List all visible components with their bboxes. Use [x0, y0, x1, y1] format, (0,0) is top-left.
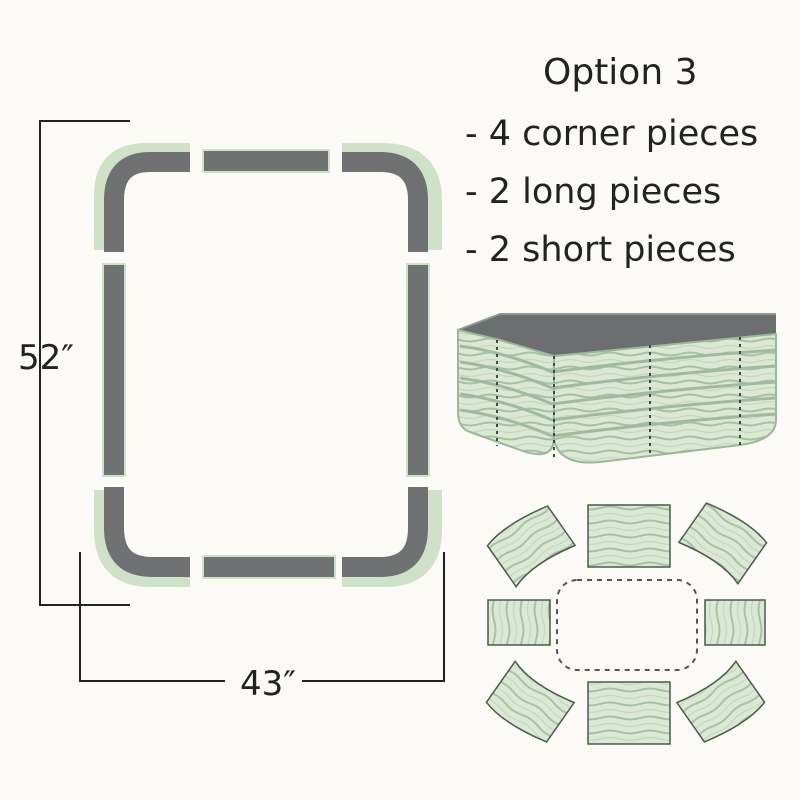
panel-bottom-center [587, 681, 671, 745]
dashed-bed-outline [556, 579, 698, 671]
corner-panel-bottom-left [485, 660, 576, 743]
assembled-bed-illustration [457, 313, 777, 464]
height-dimension-label: 52″ [18, 338, 74, 378]
corner-piece-top-left [104, 152, 190, 252]
corner-piece-bottom-left [104, 487, 190, 577]
corner-piece-bottom-right [342, 487, 428, 577]
corner-panel-bottom-right [675, 660, 766, 743]
bed-soil-top [458, 314, 776, 356]
piece-list-item: - 2 short pieces [465, 230, 736, 270]
short-piece-bottom [203, 556, 335, 578]
top-view-green-edges [94, 143, 442, 587]
piece-list-item: - 2 long pieces [465, 172, 722, 212]
long-piece-left [103, 264, 125, 476]
straight-pieces [103, 150, 429, 578]
piece-list-item: - 4 corner pieces [465, 114, 759, 154]
long-piece-right [407, 264, 429, 476]
exploded-panel-layout [485, 502, 768, 745]
short-piece-top [203, 150, 329, 172]
corner-piece-top-right [342, 152, 428, 252]
width-dimension-label: 43″ [240, 664, 296, 704]
corner-panel-top-right [677, 502, 768, 585]
corner-panel-top-left [486, 505, 577, 588]
panel-right [704, 599, 766, 646]
height-dimension-line [39, 120, 130, 606]
dimension-lines [39, 120, 445, 682]
top-view-layout [94, 143, 442, 587]
width-dimension-line [79, 552, 445, 682]
option-title: Option 3 [543, 52, 698, 93]
panel-top-center [587, 504, 671, 568]
panel-left [487, 599, 551, 646]
corner-pieces [104, 152, 428, 577]
